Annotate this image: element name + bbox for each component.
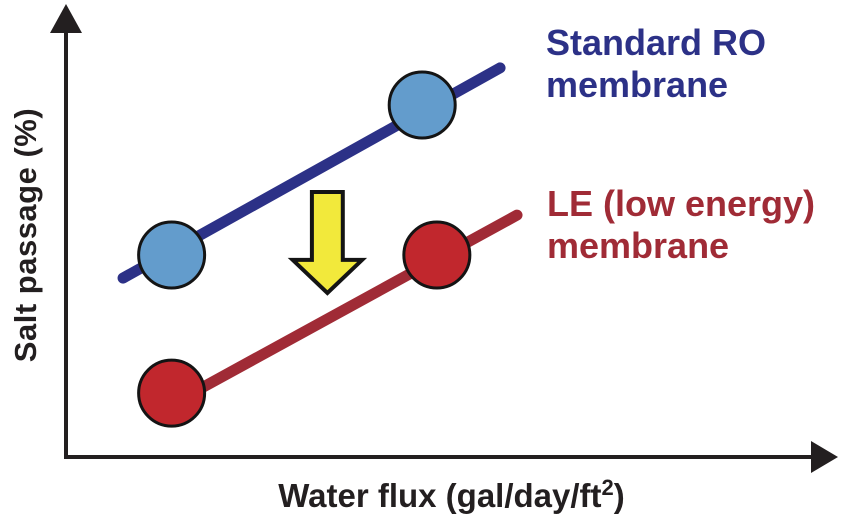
legend-le-line2: membrane <box>547 225 730 267</box>
legend-le-line1: LE (low energy) <box>547 183 816 224</box>
y-axis-label: Salt passage (%) <box>8 107 43 363</box>
legend-standard-ro-line2: membrane <box>546 64 729 106</box>
legend-standard-ro-line1: Standard RO <box>546 22 767 63</box>
x-axis-label: Water flux (gal/day/ft2) <box>66 477 837 515</box>
x-axis-label-close-paren: ) <box>613 477 625 514</box>
axes-group <box>50 4 838 473</box>
legend-le-membrane: LE (low energy) membrane <box>547 183 815 267</box>
series-markers-group <box>137 70 472 428</box>
x-axis-label-superscript: 2 <box>601 475 614 500</box>
down-arrow-annotation <box>287 190 368 296</box>
legend-standard-ro-membrane: Standard RO membrane <box>546 22 766 106</box>
x-axis-label-text: Water flux (gal/day/ft <box>278 477 602 514</box>
